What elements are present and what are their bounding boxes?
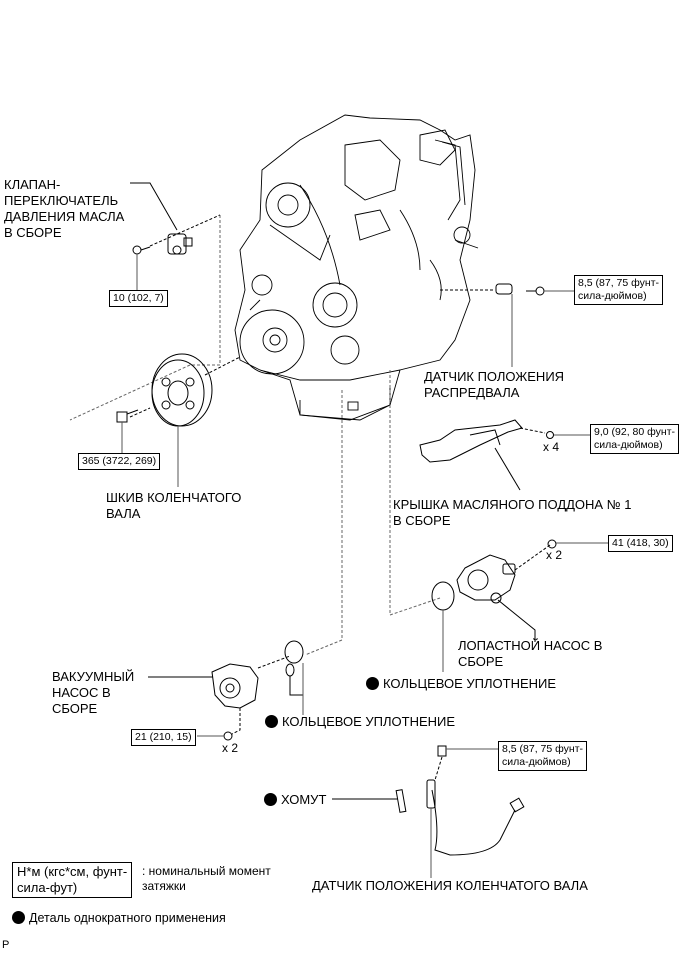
legend-text: Деталь однократного применения bbox=[29, 911, 226, 925]
label-text: КОЛЬЦЕВОЕ УПЛОТНЕНИЕ bbox=[383, 676, 557, 691]
torque-line: сила-дюймов) bbox=[594, 439, 663, 451]
label-line: ДАВЛЕНИЯ МАСЛА bbox=[4, 209, 125, 224]
vacuum-pump-drawing bbox=[148, 640, 304, 741]
engine-block bbox=[234, 114, 479, 421]
legend-line: сила-фут) bbox=[17, 880, 78, 895]
o-ring-1-label: КОЛЬЦЕВОЕ УПЛОТНЕНИЕ bbox=[366, 676, 556, 692]
oil-pan-cover-label: КРЫШКА МАСЛЯНОГО ПОДДОНА № 1 В СБОРЕ bbox=[393, 497, 632, 529]
vane-pump-qty: x 2 bbox=[546, 548, 563, 562]
label-line: КЛАПАН- bbox=[4, 177, 61, 192]
legend-non-reusable: Деталь однократного применения bbox=[12, 911, 226, 926]
non-reusable-icon bbox=[264, 793, 277, 806]
legend-line: затяжки bbox=[142, 879, 186, 893]
oil-pressure-switch-label: КЛАПАН- ПЕРЕКЛЮЧАТЕЛЬ ДАВЛЕНИЯ МАСЛА В С… bbox=[4, 177, 124, 241]
label-line: В СБОРЕ bbox=[4, 225, 62, 240]
torque-line: сила-дюймов) bbox=[502, 756, 571, 768]
vacuum-pump-qty: x 2 bbox=[222, 741, 239, 755]
legend-line: : номинальный момент bbox=[142, 864, 271, 878]
camshaft-sensor-drawing bbox=[440, 283, 574, 367]
label-line: ШКИВ КОЛЕНЧАТОГО bbox=[106, 490, 242, 505]
label-line: В СБОРЕ bbox=[393, 513, 451, 528]
crank-pulley-torque: 365 (3722, 269) bbox=[78, 453, 161, 470]
oil-pan-cover-qty: x 4 bbox=[543, 440, 560, 454]
camshaft-sensor-label: ДАТЧИК ПОЛОЖЕНИЯ РАСПРЕДВАЛА bbox=[424, 369, 564, 401]
torque-line: 8,5 (87, 75 фунт- bbox=[578, 277, 659, 289]
vacuum-pump-torque: 21 (210, 15) bbox=[131, 729, 196, 746]
crank-pulley-drawing bbox=[116, 353, 241, 487]
oil-pan-cover-torque: 9,0 (92, 80 фунт- сила-дюймов) bbox=[590, 424, 679, 454]
label-text: ХОМУТ bbox=[281, 792, 327, 807]
footer-mark: P bbox=[2, 939, 10, 951]
torque-line: 8,5 (87, 75 фунт- bbox=[502, 743, 583, 755]
camshaft-sensor-torque: 8,5 (87, 75 фунт- сила-дюймов) bbox=[574, 275, 663, 305]
crank-sensor-torque: 8,5 (87, 75 фунт- сила-дюймов) bbox=[498, 741, 587, 771]
oil-pressure-switch-drawing bbox=[69, 182, 221, 421]
legend-torque-box: Н*м (кгс*см, фунт- сила-фут) bbox=[12, 862, 133, 898]
non-reusable-icon bbox=[12, 911, 25, 924]
label-text: КОЛЬЦЕВОЕ УПЛОТНЕНИЕ bbox=[282, 714, 456, 729]
crank-sensor-drawing bbox=[332, 745, 525, 878]
vacuum-pump-label: ВАКУУМНЫЙ НАСОС В СБОРЕ bbox=[52, 669, 134, 717]
oil-pressure-switch-torque: 10 (102, 7) bbox=[109, 290, 168, 307]
label-line: КРЫШКА МАСЛЯНОГО ПОДДОНА № 1 bbox=[393, 497, 632, 512]
label-line: ЛОПАСТНОЙ НАСОС В bbox=[458, 638, 603, 653]
crank-pulley-label: ШКИВ КОЛЕНЧАТОГО ВАЛА bbox=[106, 490, 241, 522]
vane-pump-label: ЛОПАСТНОЙ НАСОС В СБОРЕ bbox=[458, 638, 602, 670]
label-line: ДАТЧИК ПОЛОЖЕНИЯ bbox=[424, 369, 565, 384]
label-line: СБОРЕ bbox=[52, 701, 98, 716]
non-reusable-icon bbox=[265, 715, 278, 728]
label-line: НАСОС В bbox=[52, 685, 111, 700]
vane-pump-drawing bbox=[431, 539, 608, 672]
non-reusable-icon bbox=[366, 677, 379, 690]
crank-sensor-label: ДАТЧИК ПОЛОЖЕНИЯ КОЛЕНЧАТОГО ВАЛА bbox=[312, 878, 588, 893]
torque-line: сила-дюймов) bbox=[578, 290, 647, 302]
clamp-label: ХОМУТ bbox=[264, 792, 326, 808]
label-line: ВАЛА bbox=[106, 506, 141, 521]
legend-torque-description: : номинальный момент затяжки bbox=[142, 864, 271, 894]
legend-line: Н*м (кгс*см, фунт- bbox=[17, 864, 128, 879]
label-line: СБОРЕ bbox=[458, 654, 504, 669]
o-ring-2-label: КОЛЬЦЕВОЕ УПЛОТНЕНИЕ bbox=[265, 714, 455, 730]
vane-pump-torque: 41 (418, 30) bbox=[608, 535, 673, 552]
label-line: ПЕРЕКЛЮЧАТЕЛЬ bbox=[4, 193, 119, 208]
label-line: ВАКУУМНЫЙ bbox=[52, 669, 135, 684]
label-line: РАСПРЕДВАЛА bbox=[424, 385, 520, 400]
torque-line: 9,0 (92, 80 фунт- bbox=[594, 426, 675, 438]
oil-pan-cover-drawing bbox=[419, 419, 590, 491]
